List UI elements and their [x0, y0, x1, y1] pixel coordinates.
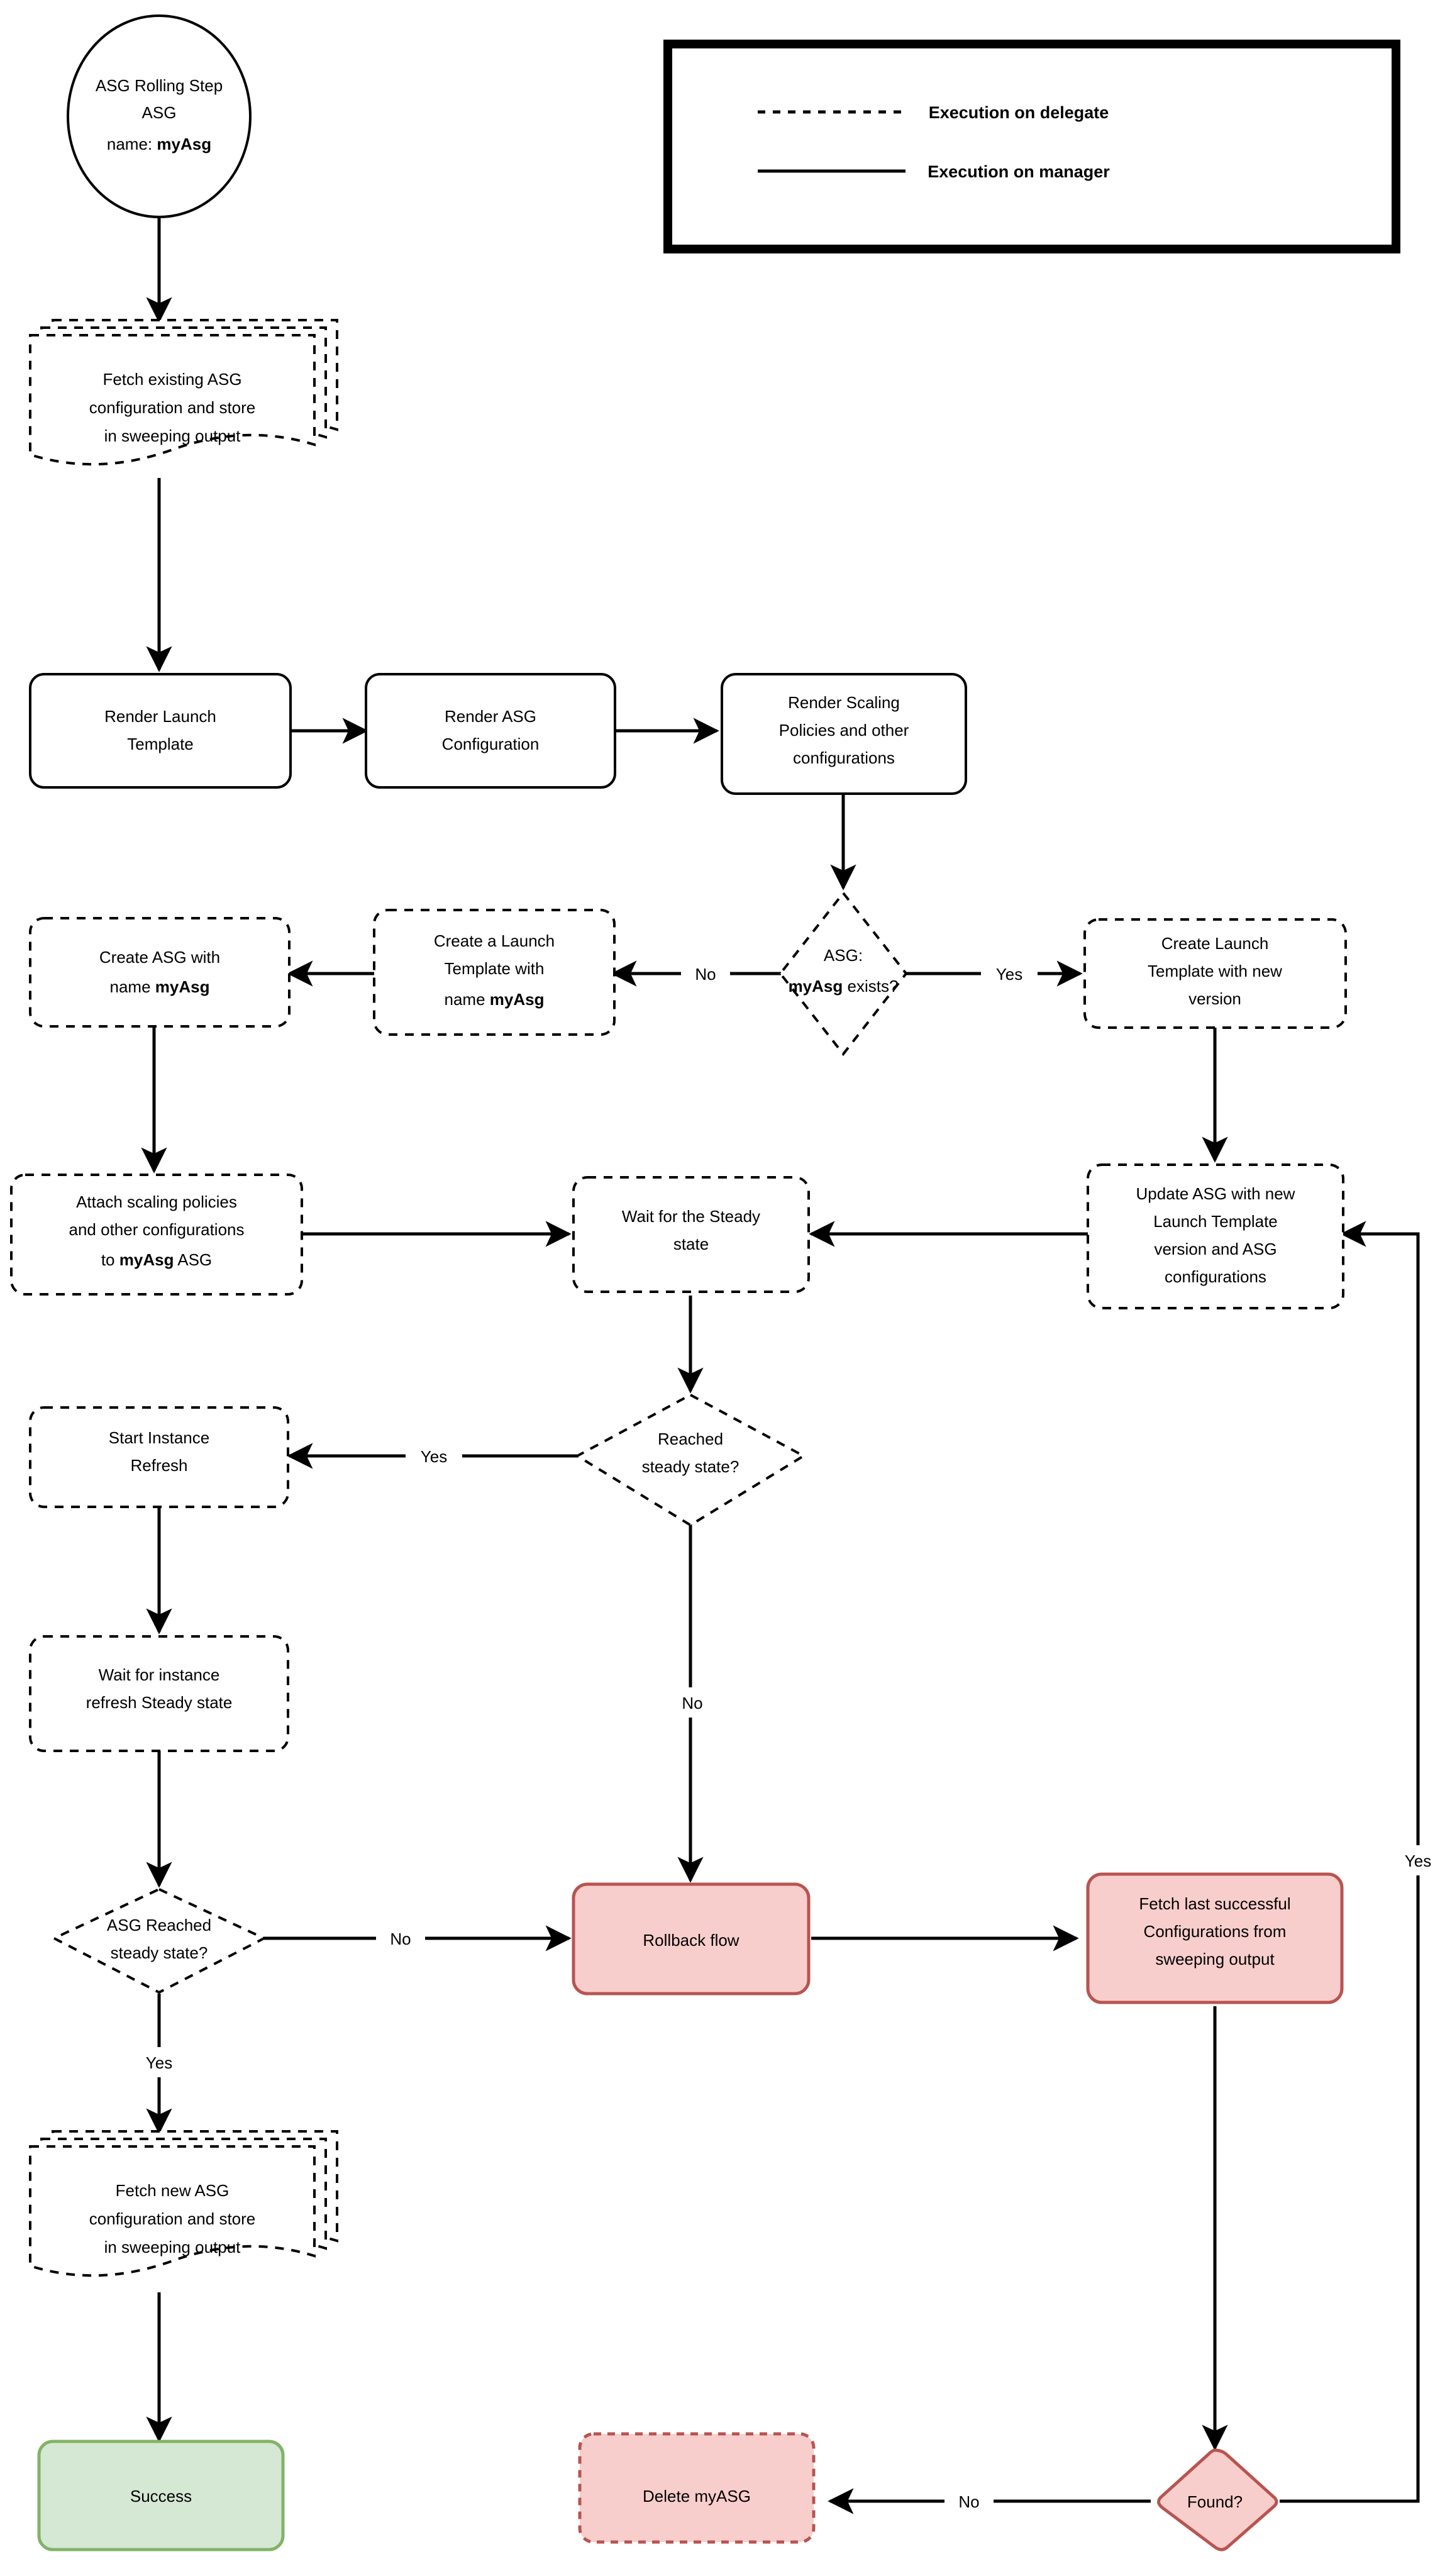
- node-rollback-flow[interactable]: Rollback flow: [572, 1882, 811, 1996]
- edge-label-asg-exists-yes: Yes: [996, 965, 1022, 984]
- node-render-launch-template[interactable]: Render Launch Template: [29, 673, 292, 789]
- node-start[interactable]: ASG Rolling Step ASG name: myAsg: [67, 14, 252, 218]
- node-asg-exists-rest: exists?: [843, 977, 898, 996]
- node-delete-myasg[interactable]: Delete myASG: [578, 2432, 816, 2544]
- node-fetch-existing-line3: in sweeping output: [104, 426, 241, 445]
- node-update-asg-line2: Launch Template: [1153, 1212, 1278, 1231]
- node-fetch-last-line3: sweeping output: [1155, 1950, 1275, 1968]
- node-create-launch-template-named[interactable]: Create a Launch Template with name myAsg: [373, 909, 616, 1036]
- node-start-line2: ASG: [142, 103, 177, 122]
- node-asg-exists-bold: myAsg: [789, 977, 843, 996]
- node-wait-steady-line1: Wait for the Steady: [622, 1207, 760, 1226]
- node-create-lt-named-line2: Template with: [445, 959, 545, 978]
- edge-label-asg-reached-no: No: [390, 1929, 411, 1948]
- node-render-asg-line1: Render ASG: [445, 707, 536, 726]
- node-start-instance-refresh[interactable]: Start Instance Refresh: [29, 1406, 289, 1508]
- node-attach-prefix: to: [101, 1250, 119, 1269]
- node-fetch-existing-asg[interactable]: Fetch existing ASG configuration and sto…: [29, 319, 338, 466]
- node-render-asg-line2: Configuration: [442, 735, 540, 753]
- node-render-scaling-policies[interactable]: Render Scaling Policies and other config…: [721, 673, 967, 795]
- node-reached-steady-line2: steady state?: [642, 1457, 739, 1476]
- edge-labels: No Yes Yes No No Yes No Yes: [131, 958, 1440, 2516]
- node-wait-steady-line2: state: [673, 1235, 709, 1253]
- node-success[interactable]: Success: [37, 2440, 285, 2551]
- node-reached-steady-line1: Reached: [658, 1430, 723, 1448]
- node-wait-instance-refresh[interactable]: Wait for instance refresh Steady state: [29, 1635, 289, 1752]
- node-create-lt-new-line2: Template with new: [1148, 962, 1282, 980]
- node-create-lt-named-line1: Create a Launch: [434, 931, 555, 950]
- node-wait-steady-state[interactable]: Wait for the Steady state: [572, 1176, 810, 1293]
- node-render-scaling-line1: Render Scaling: [788, 693, 900, 712]
- node-attach-line3: to myAsg ASG: [101, 1250, 212, 1269]
- node-render-scaling-line3: configurations: [793, 748, 895, 767]
- node-update-asg[interactable]: Update ASG with new Launch Template vers…: [1087, 1163, 1344, 1309]
- node-asg-exists-decision[interactable]: ASG: myAsg exists?: [778, 891, 908, 1057]
- node-delete-myasg-label: Delete myASG: [643, 2487, 751, 2506]
- node-create-asg-line1: Create ASG with: [99, 948, 220, 967]
- node-found-label: Found?: [1187, 2492, 1243, 2511]
- node-fetch-new-asg[interactable]: Fetch new ASG configuration and store in…: [29, 2130, 338, 2277]
- legend: Execution on delegate Execution on manag…: [663, 40, 1400, 253]
- node-fetch-existing-line1: Fetch existing ASG: [102, 370, 241, 389]
- node-wait-refresh-line1: Wait for instance: [99, 1665, 220, 1684]
- node-render-lt-line2: Template: [127, 735, 194, 753]
- node-create-lt-new-line1: Create Launch: [1161, 934, 1269, 953]
- node-found-decision[interactable]: Found?: [1157, 2448, 1278, 2551]
- edge-label-found-no: No: [958, 2492, 979, 2511]
- node-update-asg-line4: configurations: [1165, 1267, 1266, 1286]
- node-start-line3: name: myAsg: [107, 135, 211, 153]
- node-asg-reached-line2: steady state?: [111, 1943, 208, 1962]
- node-fetch-new-line2: configuration and store: [89, 2209, 256, 2228]
- node-start-refresh-line1: Start Instance: [109, 1428, 209, 1447]
- node-rollback-label: Rollback flow: [643, 1931, 739, 1950]
- node-create-lt-named-prefix: name: [445, 990, 490, 1009]
- node-attach-line1: Attach scaling policies: [76, 1192, 237, 1211]
- node-start-line1: ASG Rolling Step: [96, 76, 223, 95]
- node-render-lt-line1: Render Launch: [104, 707, 216, 726]
- node-wait-refresh-line2: refresh Steady state: [86, 1693, 233, 1712]
- edge-label-reached-steady-no: No: [682, 1694, 702, 1713]
- node-start-refresh-line2: Refresh: [130, 1456, 187, 1475]
- node-asg-reached-line1: ASG Reached: [107, 1916, 211, 1935]
- edge-label-reached-steady-yes: Yes: [421, 1447, 447, 1466]
- legend-label-manager: Execution on manager: [928, 162, 1110, 181]
- node-fetch-existing-line2: configuration and store: [89, 398, 256, 417]
- legend-label-delegate: Execution on delegate: [929, 103, 1109, 122]
- node-create-asg-bold: myAsg: [155, 977, 210, 996]
- edge-label-asg-exists-no: No: [695, 965, 716, 984]
- node-attach-suffix: ASG: [174, 1250, 212, 1269]
- node-create-lt-new-line3: version: [1188, 989, 1241, 1008]
- node-fetch-new-line3: in sweeping output: [104, 2238, 241, 2257]
- node-asg-reached-steady-state-decision[interactable]: ASG Reached steady state?: [51, 1887, 267, 1994]
- node-attach-bold: myAsg: [119, 1250, 174, 1269]
- node-fetch-last-line2: Configurations from: [1144, 1922, 1287, 1941]
- node-start-line3-bold: myAsg: [157, 135, 211, 153]
- node-reached-steady-state-decision[interactable]: Reached steady state?: [574, 1393, 807, 1527]
- node-render-asg-configuration[interactable]: Render ASG Configuration: [365, 673, 616, 789]
- node-asg-exists-line2: myAsg exists?: [789, 977, 899, 996]
- node-fetch-last-successful[interactable]: Fetch last successful Configurations fro…: [1086, 1872, 1344, 2004]
- node-create-launch-template-new-version[interactable]: Create Launch Template with new version: [1083, 918, 1347, 1029]
- node-success-label: Success: [130, 2487, 192, 2506]
- node-create-asg[interactable]: Create ASG with name myAsg: [29, 917, 291, 1028]
- node-create-lt-named-line3: name myAsg: [445, 990, 545, 1009]
- node-attach-line2: and other configurations: [69, 1220, 245, 1239]
- node-fetch-last-line1: Fetch last successful: [1139, 1894, 1290, 1913]
- node-update-asg-line3: version and ASG: [1154, 1240, 1277, 1258]
- node-create-asg-line2: name myAsg: [110, 977, 210, 996]
- node-render-scaling-line2: Policies and other: [779, 721, 909, 740]
- edge-label-asg-reached-yes: Yes: [146, 2053, 172, 2072]
- edge-label-found-yes: Yes: [1405, 1852, 1431, 1870]
- edges: [141, 217, 1420, 2514]
- node-create-lt-named-bold: myAsg: [490, 990, 545, 1009]
- node-fetch-new-line1: Fetch new ASG: [116, 2181, 230, 2200]
- node-asg-exists-line1: ASG:: [824, 946, 863, 965]
- node-update-asg-line1: Update ASG with new: [1136, 1184, 1295, 1203]
- node-attach-scaling-policies[interactable]: Attach scaling policies and other config…: [10, 1174, 303, 1296]
- node-start-line3-prefix: name:: [107, 135, 157, 153]
- node-create-asg-prefix: name: [110, 977, 155, 996]
